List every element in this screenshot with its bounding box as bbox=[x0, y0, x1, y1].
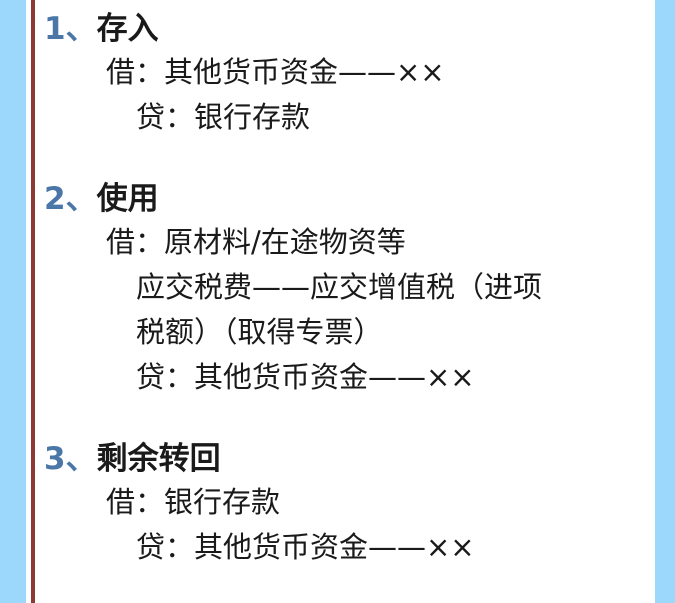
section-3-line-1: 借：银行存款 bbox=[106, 485, 281, 519]
section-3-title: 剩余转回 bbox=[96, 441, 221, 477]
section-1-number: 1 bbox=[44, 11, 66, 47]
left-red-accent-line bbox=[31, 0, 35, 603]
section-1-line-2: 贷：银行存款 bbox=[136, 100, 311, 134]
section-2-line-1: 借：原材料/在途物资等 bbox=[106, 225, 406, 259]
section-2-line-2: 应交税费——应交增值税（进项 bbox=[136, 270, 543, 304]
section-3-pause-mark: 、 bbox=[65, 441, 97, 477]
section-2-line-4: 贷：其他货币资金——×× bbox=[136, 360, 475, 394]
section-2-line-3: 税额）（取得专票） bbox=[136, 315, 383, 349]
section-3-line-2: 贷：其他货币资金——×× bbox=[136, 530, 475, 564]
section-3-number: 3 bbox=[44, 441, 66, 477]
section-2-number: 2 bbox=[44, 181, 66, 217]
left-blue-accent-bar bbox=[0, 0, 26, 603]
right-blue-accent-bar bbox=[655, 0, 675, 603]
section-3: 3、剩余转回 借：银行存款 贷：其他货币资金——×× bbox=[44, 438, 644, 570]
section-1-title: 存入 bbox=[96, 11, 159, 47]
section-2-pause-mark: 、 bbox=[65, 181, 97, 217]
section-1-pause-mark: 、 bbox=[65, 11, 97, 47]
slide-content: 1、存入 借：其他货币资金——×× 贷：银行存款 2、使用 借：原材料/在途物资… bbox=[44, 0, 644, 603]
section-1-heading: 1、存入 bbox=[44, 8, 644, 50]
section-1-line-1: 借：其他货币资金——×× bbox=[106, 55, 445, 89]
section-2-heading: 2、使用 bbox=[44, 178, 644, 220]
section-3-heading: 3、剩余转回 bbox=[44, 438, 644, 480]
section-2: 2、使用 借：原材料/在途物资等 应交税费——应交增值税（进项 税额）（取得专票… bbox=[44, 178, 644, 400]
section-2-title: 使用 bbox=[96, 181, 159, 217]
section-1: 1、存入 借：其他货币资金——×× 贷：银行存款 bbox=[44, 8, 644, 140]
